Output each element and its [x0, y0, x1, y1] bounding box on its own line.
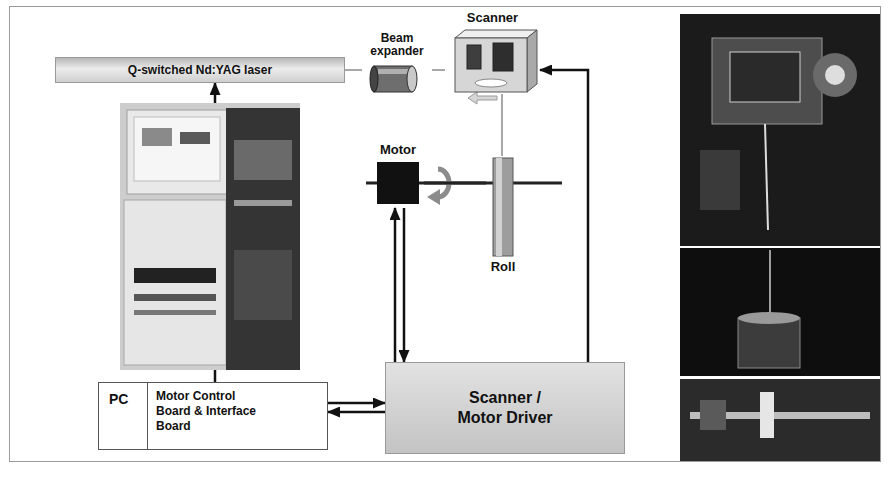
- pc-photo: [120, 103, 300, 370]
- lens-photo: [813, 53, 857, 97]
- photo-divider: [680, 377, 880, 379]
- vessel-photo: [738, 312, 800, 324]
- node-label: PC: [99, 383, 148, 449]
- beam-expander: Beam expander: [362, 32, 432, 94]
- pc-case: [124, 200, 226, 365]
- laser-bar: Q-switched Nd:YAG laser: [55, 57, 345, 83]
- node-label: Scanner / Motor Driver: [445, 388, 565, 428]
- motor: Motor: [372, 142, 424, 208]
- vessel-photo: [738, 318, 800, 368]
- drive-slot: [134, 268, 216, 283]
- photo-background: [120, 103, 300, 370]
- setup-photos: [680, 14, 880, 461]
- photo-background: [680, 248, 880, 376]
- connector: [328, 402, 385, 405]
- connector: [424, 182, 486, 185]
- screen-window: [180, 132, 210, 144]
- roll-body: [493, 158, 513, 256]
- lens-body: [374, 66, 412, 92]
- photo-background: [680, 14, 880, 246]
- roll-highlight: [496, 158, 502, 256]
- node-label: Roll: [486, 259, 520, 274]
- connector: [432, 69, 445, 71]
- scanner-window: [475, 79, 507, 87]
- beam-photo: [765, 124, 768, 230]
- scanner-body: [455, 38, 527, 92]
- node-label: Motor: [372, 142, 424, 157]
- lens-end: [370, 66, 378, 92]
- laser-cabinet: [226, 108, 300, 370]
- beam-expander-shape: [362, 64, 432, 94]
- node-label: Motor Control Board & Interface Board: [148, 383, 276, 440]
- cabinet-part: [234, 250, 292, 320]
- pc-box: PCMotor Control Board & Interface Board: [98, 382, 328, 450]
- scanner-head-photo: [712, 38, 822, 124]
- cabinet-part: [234, 200, 292, 206]
- screen-window: [142, 128, 172, 146]
- scanner-side: [527, 30, 537, 92]
- scanner: Scanner: [445, 10, 540, 94]
- monitor: [127, 110, 227, 194]
- node-label: Scanner: [445, 10, 540, 25]
- roll-photo: [760, 392, 774, 438]
- mount-photo: [700, 150, 740, 210]
- roll-shape: [486, 158, 520, 256]
- roll: Roll: [486, 156, 520, 280]
- node-label: Beam expander: [362, 32, 432, 58]
- scan-direction-arrow: [468, 92, 497, 104]
- connector: [403, 208, 406, 362]
- photo-divider: [680, 246, 880, 248]
- drive-slot: [134, 294, 216, 301]
- lens-photo: [825, 65, 845, 85]
- motor-photo: [700, 400, 726, 430]
- motor-shape: [372, 160, 424, 206]
- monitor-screen: [134, 117, 220, 181]
- frame-border: [10, 7, 881, 462]
- photo-background: [680, 379, 880, 461]
- scanner-shape: [445, 28, 540, 94]
- connector: [540, 70, 588, 362]
- cabinet-part: [234, 140, 292, 180]
- scanner-mirror: [467, 45, 481, 69]
- lens-face: [407, 66, 417, 92]
- node-label: Q-switched Nd:YAG laser: [128, 63, 272, 77]
- connector: [345, 69, 362, 71]
- rotation-arrow-head: [427, 189, 440, 205]
- scanner-top: [455, 30, 537, 38]
- lens-highlight: [378, 69, 408, 74]
- drive-slot: [134, 310, 216, 315]
- driver-box: Scanner / Motor Driver: [385, 362, 625, 454]
- scanner-mirror: [493, 43, 513, 71]
- connector: [394, 208, 397, 362]
- connector: [328, 411, 385, 414]
- beam-photo: [769, 250, 771, 320]
- scanner-head-photo: [730, 52, 800, 102]
- motor-block: [377, 162, 419, 204]
- connector: [501, 94, 503, 156]
